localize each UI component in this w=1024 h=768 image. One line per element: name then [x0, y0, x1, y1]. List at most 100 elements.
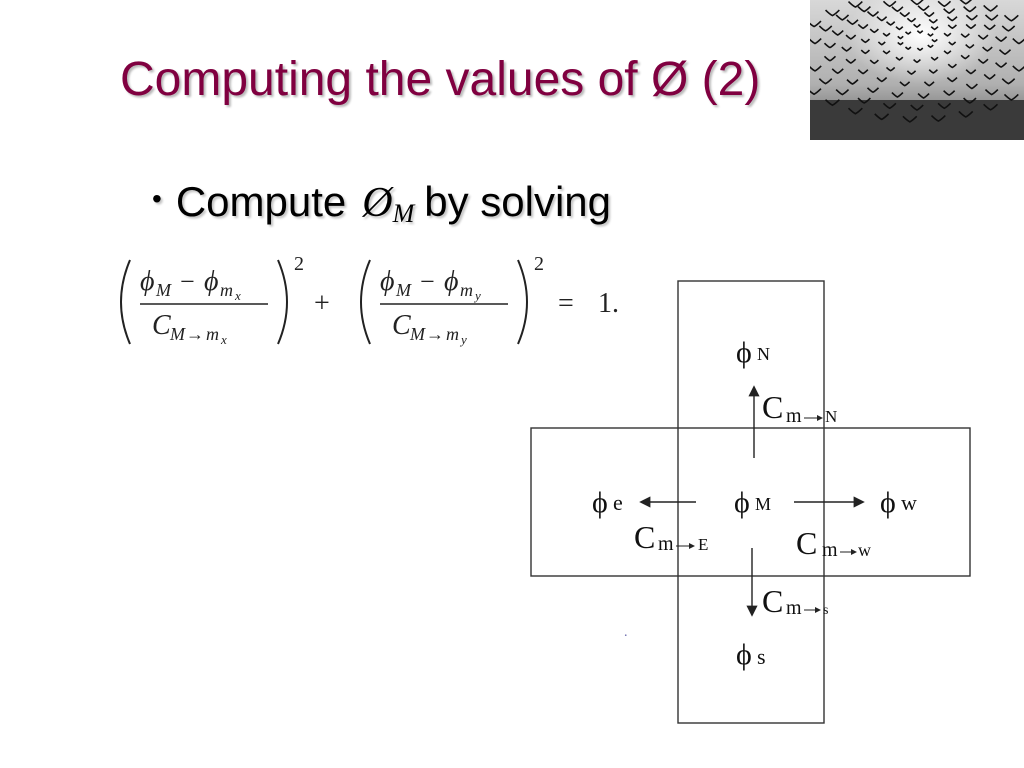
eq-C-1: C	[152, 310, 171, 341]
bird-mark	[928, 69, 938, 74]
node-center-label: M	[755, 494, 771, 514]
bird-mark	[845, 34, 857, 40]
stencil-horizontal-cell	[530, 427, 971, 577]
bird-mark	[895, 56, 904, 61]
eq-sub-M-1: M	[155, 280, 172, 300]
bird-mark	[866, 11, 880, 17]
eq-phi-2: ϕ	[204, 266, 219, 297]
bird-mark	[960, 54, 970, 60]
eq-minus-1: −	[180, 267, 195, 296]
bird-mark	[835, 89, 850, 96]
eq-sub-x-1: x	[234, 288, 241, 303]
bird-mark	[910, 104, 924, 111]
node-west-label: w	[901, 490, 917, 515]
bird-mark	[923, 81, 935, 87]
bird-mark	[946, 77, 958, 83]
node-east-phi: ϕ	[592, 486, 608, 519]
bird-mark	[947, 24, 957, 30]
eq-phi-4: ϕ	[444, 266, 459, 297]
bird-mark	[846, 19, 859, 26]
bird-mark	[857, 69, 869, 75]
bird-mark	[810, 20, 822, 28]
bird-mark	[983, 103, 999, 111]
bird-mark	[869, 28, 879, 34]
cost-south-C: C	[762, 583, 783, 619]
bird-mark	[1012, 38, 1024, 45]
bird-mark	[958, 110, 974, 118]
bullet-prefix: Compute	[175, 178, 347, 225]
bird-mark	[847, 0, 863, 8]
bird-mark	[882, 32, 891, 37]
bird-mark	[930, 114, 946, 122]
bird-mark	[835, 14, 850, 21]
cost-west-C: C	[796, 525, 817, 561]
bird-mark	[965, 69, 977, 75]
bird-mark	[965, 83, 978, 90]
bird-mark	[885, 21, 896, 26]
bird-mark	[946, 16, 958, 22]
bird-mark	[882, 102, 897, 110]
bird-mark	[959, 0, 973, 5]
bird-mark	[963, 5, 977, 13]
bird-mark	[876, 16, 888, 22]
eq-plus: +	[314, 288, 330, 319]
bullet-variable: ØM	[362, 180, 415, 228]
bird-mark	[810, 88, 822, 96]
bird-mark	[910, 0, 924, 6]
bird-mark	[983, 4, 999, 12]
bird-mark	[913, 23, 921, 28]
eq-arrow-2: →	[426, 324, 444, 344]
bird-mark	[823, 55, 837, 62]
bird-mark	[930, 26, 939, 31]
node-west-phi: ϕ	[880, 486, 896, 519]
stray-mark: .	[624, 625, 628, 640]
bird-mark	[965, 23, 977, 30]
bird-mark	[948, 41, 957, 46]
bullet-marker: •	[152, 183, 162, 214]
bird-mark	[906, 70, 917, 75]
bird-mark	[1001, 25, 1016, 32]
eq-sub-M-3: M	[395, 280, 412, 300]
bird-mark	[897, 35, 904, 40]
bird-mark	[904, 46, 912, 51]
bird-mark	[983, 24, 996, 31]
bird-mark	[937, 0, 952, 8]
bird-mark	[982, 46, 993, 52]
bird-mark	[947, 63, 957, 69]
bird-mark	[874, 113, 890, 121]
slide-title: Computing the values of Ø (2)	[120, 53, 761, 106]
bird-mark	[943, 8, 956, 15]
bird-mark	[930, 56, 939, 61]
bird-mark	[891, 92, 904, 98]
eq-phi-3: ϕ	[380, 266, 395, 297]
bird-mark	[995, 36, 1008, 43]
cost-east-C: C	[634, 519, 655, 555]
eq-sub-y-1: y	[473, 288, 481, 303]
bird-mark	[885, 66, 896, 72]
stencil-diagram: ϕ N C m N ϕ M ϕ e C m E ϕ w C m w C m s …	[530, 280, 971, 724]
bird-mark	[931, 38, 938, 43]
bird-flock-art-icon	[810, 0, 1024, 140]
solving-equation: ϕ M − ϕ m x C M → m x 2 + ϕ M − ϕ m y C …	[120, 253, 619, 347]
node-east-label: e	[613, 490, 623, 515]
bird-mark	[965, 14, 978, 21]
bird-mark	[845, 58, 857, 64]
eq-exponent-2: 2	[534, 253, 544, 275]
eq-sub-M-4: M	[409, 324, 426, 344]
bird-mark	[1003, 93, 1019, 101]
bird-mark	[927, 33, 934, 37]
bird-mark	[882, 50, 891, 55]
cost-south-label: s	[823, 603, 828, 618]
cost-east-m: m	[658, 533, 674, 555]
cost-west-m: m	[822, 539, 838, 561]
bird-mark	[995, 62, 1008, 68]
bird-mark	[984, 89, 999, 96]
bird-mark	[895, 26, 904, 31]
cost-north-C: C	[762, 389, 783, 425]
eq-sub-y-2: y	[459, 332, 467, 347]
cost-north-label: N	[825, 407, 837, 426]
node-north-label: N	[757, 344, 770, 364]
eq-minus-2: −	[420, 267, 435, 296]
bird-mark	[876, 77, 888, 83]
